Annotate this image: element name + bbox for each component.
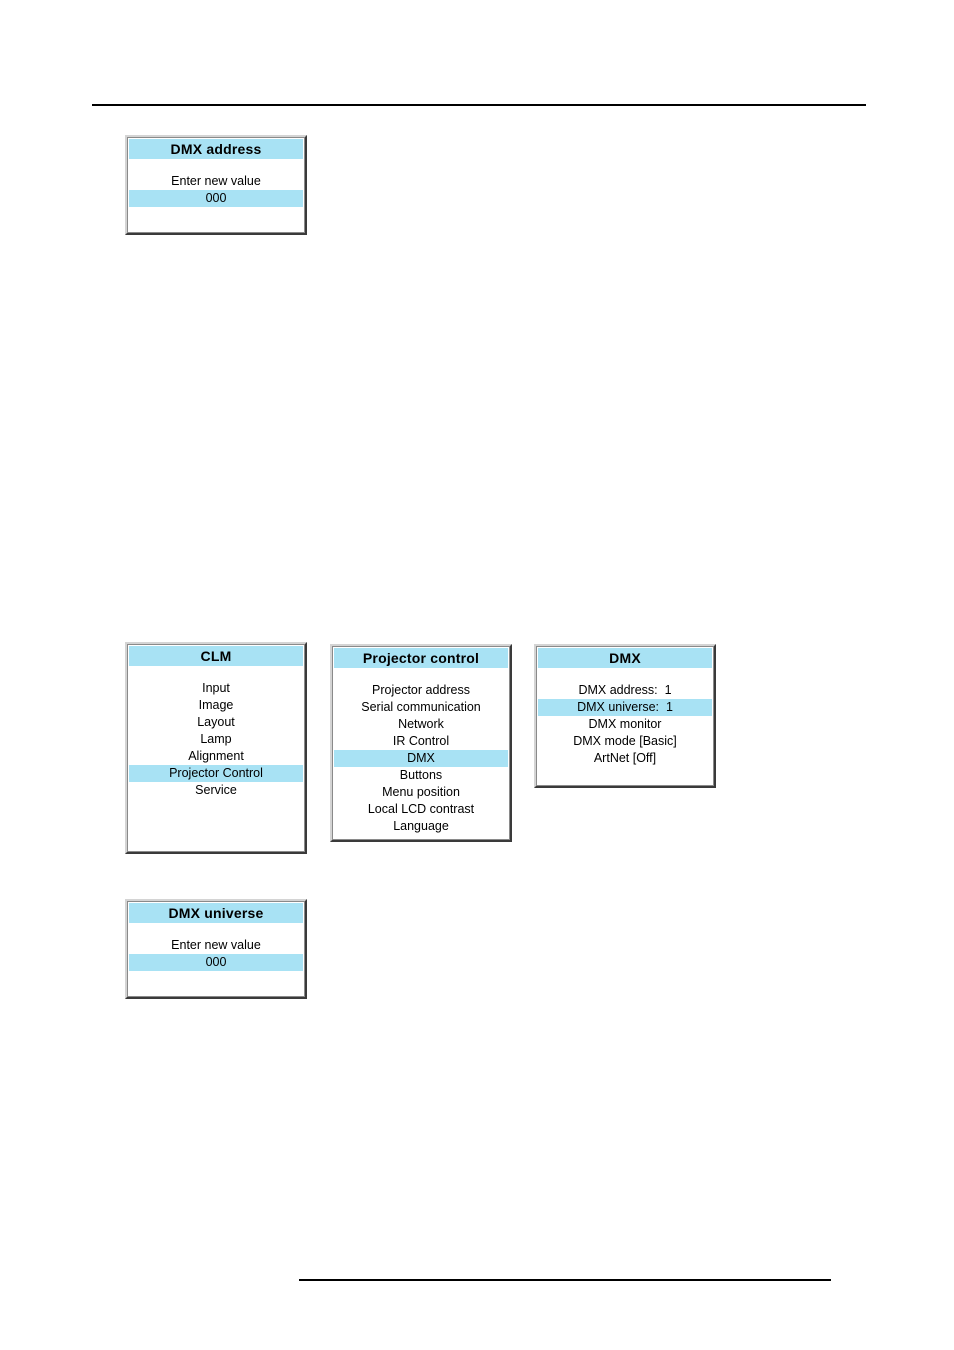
projector-control-item-network[interactable]: Network: [398, 717, 444, 731]
projector-control-item-projector-address[interactable]: Projector address: [372, 683, 470, 697]
projector-control-item-language[interactable]: Language: [393, 819, 449, 833]
footer-rule: [299, 1279, 831, 1281]
dmx-menu-item-dmx-universe[interactable]: DMX universe: 1: [538, 699, 712, 716]
clm-menu-item-layout[interactable]: Layout: [197, 715, 235, 729]
header-rule: [92, 104, 866, 106]
dmx-menu-item-dmx-address[interactable]: DMX address: 1: [578, 683, 672, 697]
dmx-universe-dialog-title: DMX universe: [129, 903, 303, 923]
projector-control-item-menu-position[interactable]: Menu position: [382, 785, 460, 799]
dmx-address-dialog-title: DMX address: [129, 139, 303, 159]
projector-control-item-local-lcd-contrast[interactable]: Local LCD contrast: [367, 802, 475, 816]
projector-control-menu-title: Projector control: [334, 648, 508, 668]
clm-menu-item-input[interactable]: Input: [202, 681, 230, 695]
dmx-address-prompt: Enter new value: [171, 174, 261, 188]
dmx-address-value-field[interactable]: 000: [129, 190, 303, 207]
clm-menu-item-projector-control[interactable]: Projector Control: [129, 765, 303, 782]
dmx-menu-items: DMX address: 1 DMX universe: 1 DMX monit…: [538, 682, 712, 767]
dmx-universe-dialog: DMX universe Enter new value 000: [125, 899, 307, 999]
clm-menu-items: Input Image Layout Lamp Alignment Projec…: [129, 680, 303, 799]
projector-control-item-buttons[interactable]: Buttons: [399, 768, 443, 782]
dmx-universe-prompt: Enter new value: [171, 938, 261, 952]
clm-menu-item-service[interactable]: Service: [195, 783, 237, 797]
dmx-universe-value-field[interactable]: 000: [129, 954, 303, 971]
clm-menu-item-image[interactable]: Image: [198, 698, 234, 712]
projector-control-item-dmx[interactable]: DMX: [334, 750, 508, 767]
dmx-universe-dialog-body: Enter new value 000: [129, 937, 303, 971]
projector-control-item-ir-control[interactable]: IR Control: [392, 734, 450, 748]
projector-control-menu: Projector control Projector address Seri…: [330, 644, 512, 842]
dmx-menu: DMX DMX address: 1 DMX universe: 1 DMX m…: [534, 644, 716, 788]
dmx-address-dialog: DMX address Enter new value 000: [125, 135, 307, 235]
dmx-menu-item-dmx-mode[interactable]: DMX mode [Basic]: [573, 734, 677, 748]
projector-control-menu-items: Projector address Serial communication N…: [334, 682, 508, 835]
clm-menu: CLM Input Image Layout Lamp Alignment Pr…: [125, 642, 307, 854]
clm-menu-item-alignment[interactable]: Alignment: [188, 749, 244, 763]
dmx-menu-title: DMX: [538, 648, 712, 668]
clm-menu-title: CLM: [129, 646, 303, 666]
projector-control-item-serial-communication[interactable]: Serial communication: [361, 700, 481, 714]
dmx-menu-item-dmx-monitor[interactable]: DMX monitor: [588, 717, 662, 731]
clm-menu-item-lamp[interactable]: Lamp: [200, 732, 232, 746]
dmx-menu-item-artnet[interactable]: ArtNet [Off]: [593, 751, 657, 765]
dmx-address-dialog-body: Enter new value 000: [129, 173, 303, 207]
